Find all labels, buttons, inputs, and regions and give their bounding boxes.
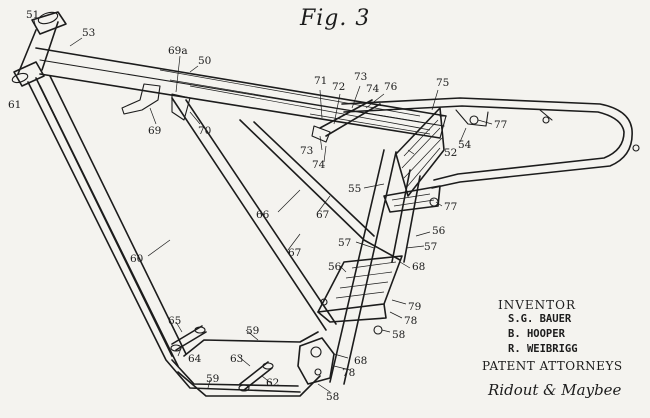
label-56-right: 56 bbox=[432, 225, 446, 237]
top-beam bbox=[35, 47, 447, 139]
label-51: 51 bbox=[26, 9, 39, 21]
label-73-mid: 73 bbox=[300, 145, 313, 157]
label-77-top: 77 bbox=[494, 119, 507, 131]
label-58-lower: 58 bbox=[326, 391, 339, 403]
label-58-upper: 58 bbox=[392, 329, 405, 341]
label-69a: 69a bbox=[168, 45, 188, 57]
label-55: 55 bbox=[348, 183, 361, 195]
label-74-mid: 74 bbox=[312, 159, 326, 171]
label-64: 64 bbox=[188, 353, 202, 365]
figure-title: Fig. 3 bbox=[300, 6, 371, 31]
label-63: 63 bbox=[230, 353, 243, 365]
seat-tube bbox=[329, 149, 421, 385]
label-65: 65 bbox=[168, 315, 181, 327]
label-57-left: 57 bbox=[338, 237, 351, 249]
label-57-right: 57 bbox=[424, 241, 437, 253]
inventor-name: S.G. BAUER bbox=[508, 313, 572, 325]
label-79: 79 bbox=[408, 301, 421, 313]
inventor-heading: INVENTOR bbox=[497, 298, 577, 312]
label-73-top: 73 bbox=[354, 71, 367, 83]
label-50: 50 bbox=[198, 55, 211, 67]
label-67-lower: 67 bbox=[288, 247, 301, 259]
label-70: 70 bbox=[198, 125, 211, 137]
front-down-tube bbox=[27, 75, 301, 393]
label-56-left: 56 bbox=[328, 261, 342, 273]
label-62: 62 bbox=[266, 377, 279, 389]
label-53: 53 bbox=[82, 27, 95, 39]
label-69: 69 bbox=[148, 125, 161, 137]
label-54: 54 bbox=[458, 139, 472, 151]
reference-labels: 51 53 61 69a 50 69 70 71 72 73 74 76 75 … bbox=[8, 9, 507, 403]
label-68-lower: 68 bbox=[354, 355, 367, 367]
patent-credits: INVENTOR S.G. BAUER B. HOOPER R. WEIBRIG… bbox=[452, 298, 642, 399]
attorney-firm: Ridout & Maybee bbox=[488, 381, 622, 399]
bracket-69 bbox=[121, 83, 191, 121]
lower-bracket bbox=[297, 337, 335, 385]
label-52: 52 bbox=[444, 147, 457, 159]
label-60: 60 bbox=[130, 253, 143, 265]
inventor-name: B. HOOPER bbox=[508, 328, 565, 340]
label-68-upper: 68 bbox=[412, 261, 425, 273]
bottom-rails bbox=[171, 331, 321, 397]
tube-76 bbox=[311, 99, 381, 143]
inventor-name: R. WEIBRIGG bbox=[508, 343, 578, 355]
steering-head bbox=[11, 11, 67, 87]
label-75: 75 bbox=[436, 77, 449, 89]
label-72: 72 bbox=[332, 81, 345, 93]
label-76: 76 bbox=[384, 81, 398, 93]
label-78-lower: 78 bbox=[342, 367, 355, 379]
engine-cradle bbox=[317, 255, 403, 335]
label-74-top: 74 bbox=[366, 83, 380, 95]
label-59-upper: 59 bbox=[246, 325, 259, 337]
label-71: 71 bbox=[314, 75, 327, 87]
label-77-mid: 77 bbox=[444, 201, 457, 213]
label-78-upper: 78 bbox=[404, 315, 417, 327]
leader-lines bbox=[33, 19, 493, 393]
attorneys-heading: PATENT ATTORNEYS bbox=[482, 359, 623, 373]
label-61: 61 bbox=[8, 99, 21, 111]
label-59-lower: 59 bbox=[206, 373, 219, 385]
diagonal-tubes bbox=[171, 97, 401, 331]
footrest-studs bbox=[170, 325, 274, 392]
label-67-upper: 67 bbox=[316, 209, 329, 221]
gusset-plate bbox=[383, 107, 445, 213]
label-66: 66 bbox=[256, 209, 270, 221]
rear-loop bbox=[341, 97, 640, 207]
